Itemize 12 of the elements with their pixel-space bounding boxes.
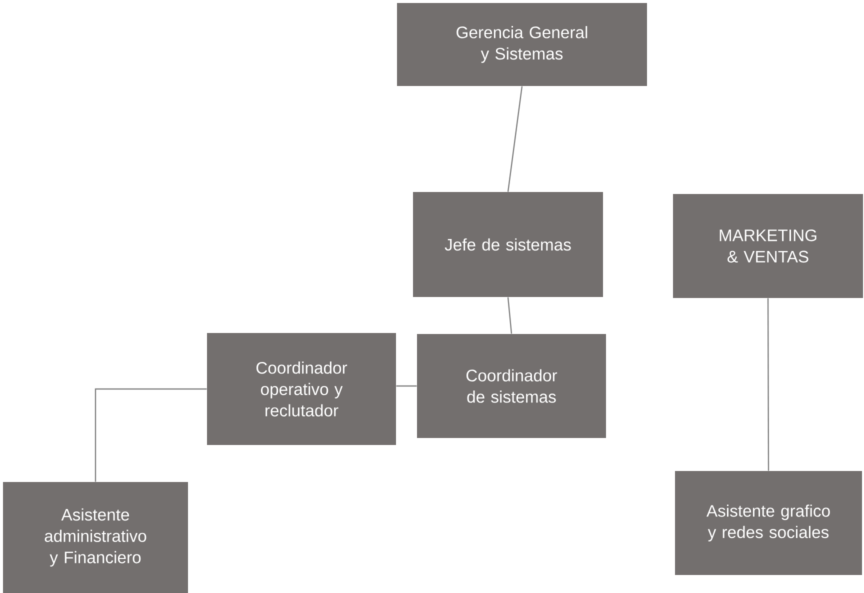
connector-line xyxy=(94,388,207,482)
org-box: Gerencia General y Sistemas xyxy=(397,3,647,86)
connector-line xyxy=(507,86,523,192)
org-box: Asistente administrativo y Financiero xyxy=(3,482,188,593)
org-box: MARKETING & VENTAS xyxy=(673,194,863,298)
org-box: Asistente grafico y redes sociales xyxy=(675,471,862,575)
connector-line xyxy=(396,385,417,387)
org-box: Coordinador operativo y reclutador xyxy=(207,333,396,445)
org-box: Jefe de sistemas xyxy=(413,192,603,297)
org-box: Coordinador de sistemas xyxy=(417,334,606,438)
connector-line xyxy=(767,298,770,471)
connector-line xyxy=(507,297,512,334)
